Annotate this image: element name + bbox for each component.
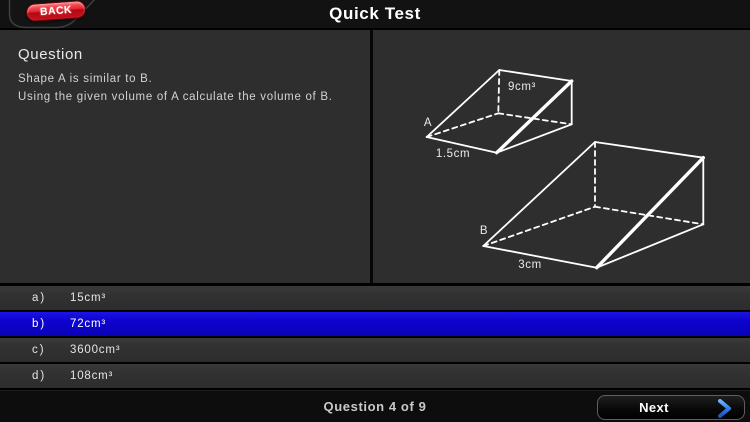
shape-b-name-label: B xyxy=(480,225,488,237)
question-panel: Question Shape A is similar to B. Using … xyxy=(0,30,370,283)
answer-row[interactable]: a) 15cm³ xyxy=(0,286,750,310)
answer-value: 15cm³ xyxy=(70,292,106,304)
answer-row[interactable]: d) 108cm³ xyxy=(0,364,750,388)
shape-a-wedge xyxy=(425,69,574,155)
answer-value: 72cm³ xyxy=(70,318,106,330)
answer-letter: b) xyxy=(32,318,47,330)
main-content: Question Shape A is similar to B. Using … xyxy=(0,30,750,283)
shape-a-base-label: 1.5cm xyxy=(436,148,470,160)
answer-letter: c) xyxy=(32,344,46,356)
question-heading: Question xyxy=(18,46,83,63)
shape-a-volume-label: 9cm³ xyxy=(508,81,536,93)
answer-letter: d) xyxy=(32,370,47,382)
answer-list: a) 15cm³ b) 72cm³ c) 3600cm³ d) 108cm³ xyxy=(0,283,750,388)
question-line-2: Using the given volume of A calculate th… xyxy=(18,90,333,103)
diagram-panel: 9cm³ A 1.5cm B 3cm xyxy=(373,30,750,283)
chevron-right-icon xyxy=(718,399,731,418)
next-button[interactable]: Next xyxy=(597,395,745,420)
footer-bar: Question 4 of 9 Next xyxy=(0,390,750,422)
shape-b-wedge xyxy=(482,141,705,270)
title-bar: BACK Quick Test xyxy=(0,0,750,30)
answer-row[interactable]: b) 72cm³ xyxy=(0,312,750,336)
progress-text: Question 4 of 9 xyxy=(323,399,427,414)
shape-a-name-label: A xyxy=(424,117,432,129)
answer-value: 108cm³ xyxy=(70,370,114,382)
page-title: Quick Test xyxy=(329,4,421,23)
panel-divider xyxy=(370,30,373,283)
similar-shapes-diagram: 9cm³ A 1.5cm B 3cm xyxy=(424,69,705,271)
question-line-1: Shape A is similar to B. xyxy=(18,73,153,85)
answer-row[interactable]: c) 3600cm³ xyxy=(0,338,750,362)
answer-letter: a) xyxy=(32,292,47,304)
shape-b-base-label: 3cm xyxy=(518,259,542,271)
answer-value: 3600cm³ xyxy=(70,344,121,356)
next-button-label: Next xyxy=(639,400,669,415)
